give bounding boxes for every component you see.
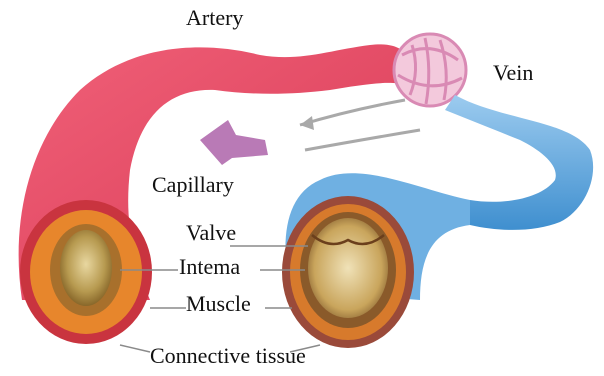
label-valve: Valve	[186, 222, 236, 244]
capillary-segment	[200, 120, 268, 165]
label-artery: Artery	[186, 7, 243, 29]
flow-arrow-left	[300, 100, 405, 125]
label-vein: Vein	[493, 62, 533, 84]
label-muscle: Muscle	[186, 293, 251, 315]
label-intema: Intema	[179, 256, 240, 278]
vein-lumen	[308, 218, 388, 318]
label-capillary: Capillary	[152, 174, 234, 196]
flow-arrow-lower	[305, 130, 420, 150]
label-connective-tissue: Connective tissue	[150, 345, 306, 367]
artery-lumen	[60, 230, 112, 306]
